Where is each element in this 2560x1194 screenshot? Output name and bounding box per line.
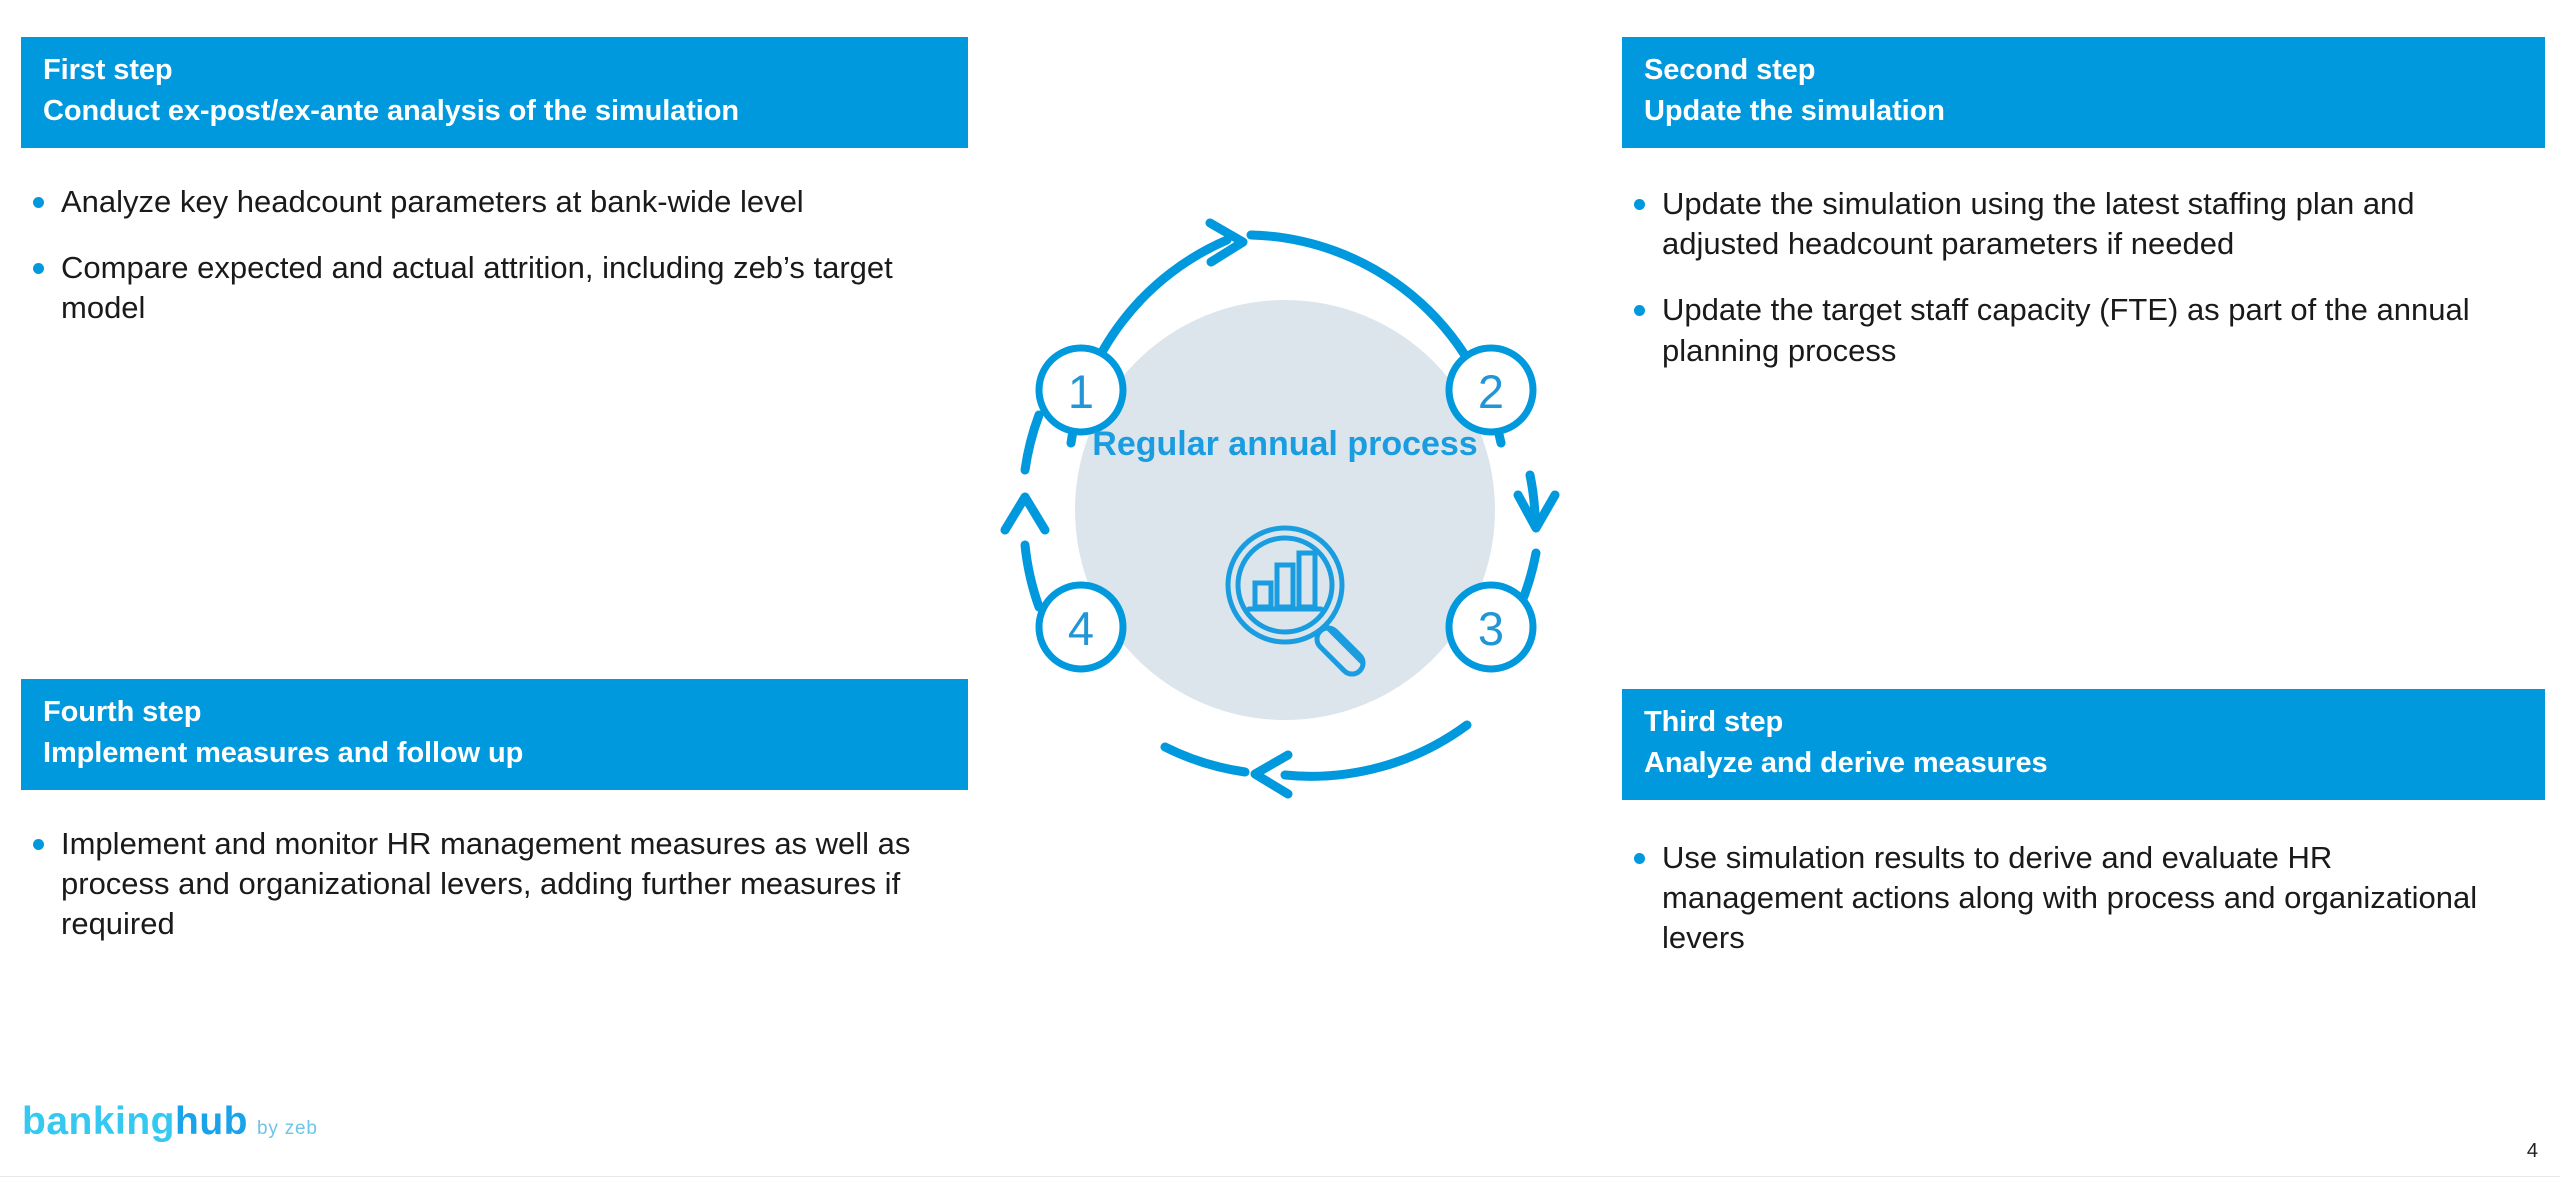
step-label: Third step (1644, 706, 1784, 738)
bullet-dot-icon (33, 196, 44, 208)
bullet-dot-icon (1634, 852, 1645, 864)
panel-second-step: Second step Update the simulation Update… (1622, 37, 2545, 371)
bullet-dot-icon (33, 263, 44, 275)
panel-second-step-header: Second step Update the simulation (1622, 37, 2545, 148)
bullet-text: Update the target staff capacity (FTE) a… (1662, 292, 2470, 368)
arrowhead-icon (1250, 750, 1293, 799)
panel-third-step-header: Third step Analyze and derive measures (1622, 689, 2545, 800)
bullet-dot-icon (1634, 305, 1645, 317)
cycle-center-label: Regular annual process (1092, 425, 1477, 463)
panel-first-step: First step Conduct ex-post/ex-ante analy… (21, 37, 968, 329)
logo-banking-text: banking (22, 1100, 176, 1143)
cycle-inner-circle (1075, 300, 1495, 720)
cycle-node-3[interactable]: 3 (1445, 581, 1537, 673)
bullet-dot-icon (1634, 198, 1645, 210)
cycle-arc-4-to-1 (1000, 410, 1050, 612)
step-label: First step (43, 54, 173, 86)
bullet-text: Use simulation results to derive and eva… (1662, 839, 2478, 956)
list-item: Implement and monitor HR management meas… (21, 824, 968, 945)
cycle-node-2[interactable]: 2 (1445, 344, 1537, 436)
step-title: Implement measures and follow up (43, 737, 524, 770)
panel-fourth-step: Fourth step Implement measures and follo… (21, 679, 968, 945)
panel-third-step: Third step Analyze and derive measures U… (1622, 689, 2545, 959)
step-title: Update the simulation (1644, 95, 1945, 128)
panel-fourth-step-header: Fourth step Implement measures and follo… (21, 679, 968, 790)
logo-byzeb-text: by zeb (256, 1118, 318, 1139)
arrowhead-icon (1205, 218, 1248, 267)
cycle-node-2-number: 2 (1478, 365, 1504, 418)
cycle-arc-3-to-4 (1160, 720, 1472, 799)
panel-second-step-bullets: Update the simulation using the latest s… (1622, 184, 2522, 371)
page-number: 4 (2526, 1140, 2538, 1162)
list-item: Use simulation results to derive and eva… (1622, 838, 2502, 959)
panel-third-step-bullets: Use simulation results to derive and eva… (1622, 838, 2502, 959)
logo-hub-text: hub (175, 1100, 248, 1143)
list-item: Compare expected and actual attrition, i… (21, 248, 968, 329)
step-label: Second step (1644, 54, 1816, 86)
magnifier-bar-chart-icon (1225, 525, 1366, 677)
cycle-node-1[interactable]: 1 (1035, 344, 1127, 436)
bullet-text: Compare expected and actual attrition, i… (61, 250, 893, 326)
cycle-node-4-number: 4 (1068, 602, 1094, 655)
panel-first-step-bullets: Analyze key headcount parameters at bank… (21, 182, 968, 329)
panel-first-step-header: First step Conduct ex-post/ex-ante analy… (21, 37, 968, 148)
arrowhead-icon (1000, 492, 1050, 535)
step-label: Fourth step (43, 696, 202, 728)
footer-divider (0, 1176, 2560, 1177)
list-item: Update the simulation using the latest s… (1622, 184, 2522, 265)
arrowhead-icon (1513, 490, 1560, 533)
list-item: Update the target staff capacity (FTE) a… (1622, 290, 2522, 371)
bullet-text: Implement and monitor HR management meas… (61, 825, 911, 942)
step-title: Analyze and derive measures (1644, 747, 2048, 780)
bullet-text: Update the simulation using the latest s… (1662, 185, 2415, 262)
list-item: Analyze key headcount parameters at bank… (21, 182, 968, 222)
cycle-diagram: 1 2 3 4 Regular annual process (955, 165, 1615, 845)
bullet-dot-icon (33, 838, 44, 850)
cycle-node-4[interactable]: 4 (1035, 581, 1127, 673)
cycle-node-3-number: 3 (1478, 602, 1504, 655)
panel-fourth-step-bullets: Implement and monitor HR management meas… (21, 824, 968, 945)
cycle-node-1-number: 1 (1068, 365, 1094, 418)
bullet-text: Analyze key headcount parameters at bank… (61, 183, 804, 219)
step-title: Conduct ex-post/ex-ante analysis of the … (43, 95, 739, 128)
